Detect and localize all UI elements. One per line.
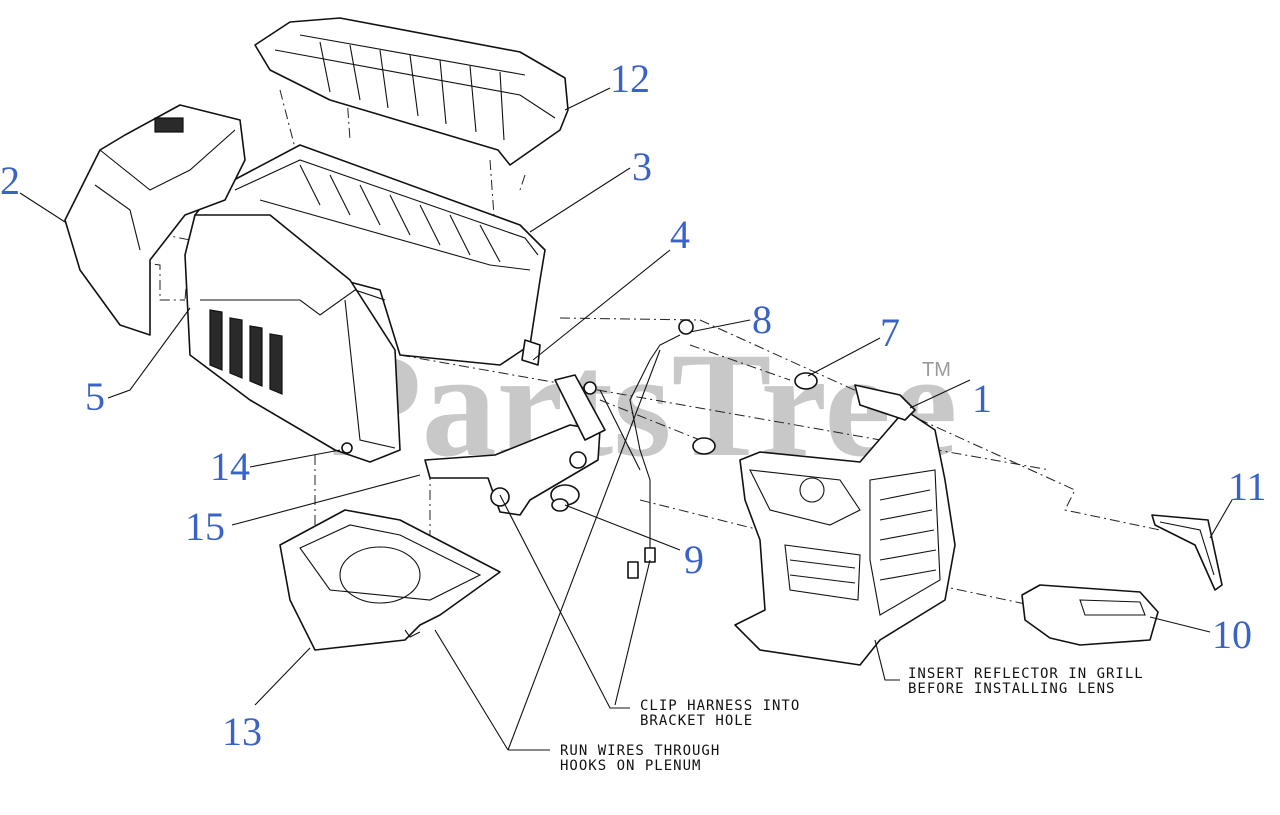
part-15-bracket [424,374,606,516]
note-insert-reflector-line1: INSERT REFLECTOR IN GRILL [908,666,1144,682]
callout-9: 9 [684,537,704,582]
part-14-grommet [341,442,353,454]
callout-4: 4 [670,212,690,257]
callout-8: 8 [752,297,772,342]
assembly-notes: INSERT REFLECTOR IN GRILL BEFORE INSTALL… [560,666,1144,774]
leader-lines [19,87,1233,751]
note-run-wires-line2: HOOKS ON PLENUM [560,758,701,774]
callout-12: 12 [610,56,650,101]
callout-labels: 12 3 4 2 5 8 7 1 14 15 9 11 10 13 [0,56,1267,754]
callout-1: 1 [972,376,992,421]
note-clip-harness-line1: CLIP HARNESS INTO [640,698,800,714]
note-clip-harness-line2: BRACKET HOLE [640,713,753,729]
part-1-front-grill [734,384,956,666]
callout-7: 7 [880,310,900,355]
note-insert-reflector-line2: BEFORE INSTALLING LENS [908,681,1115,697]
callout-10: 10 [1212,612,1252,657]
part-13-plenum [279,509,501,651]
callout-3: 3 [632,144,652,189]
callout-5: 5 [85,374,105,419]
part-3-hood [189,144,546,366]
callout-15: 15 [185,504,225,549]
note-run-wires-line1: RUN WIRES THROUGH [560,743,720,759]
part-11-lens [1151,514,1223,591]
callout-11: 11 [1228,464,1267,509]
part-10-headlight [1021,584,1159,646]
part-4-clip [521,339,541,366]
part-9-bulb-socket [550,484,656,579]
part-12-hood-vent [254,17,569,166]
callout-14: 14 [210,444,250,489]
part-5-hood-shell [184,214,401,463]
callout-13: 13 [222,709,262,754]
callout-2: 2 [0,158,20,203]
part-7-bumpers [692,372,818,455]
part-8-connector [583,319,694,555]
watermark-trademark: TM [922,359,951,381]
part-2-side-panel [64,104,246,336]
